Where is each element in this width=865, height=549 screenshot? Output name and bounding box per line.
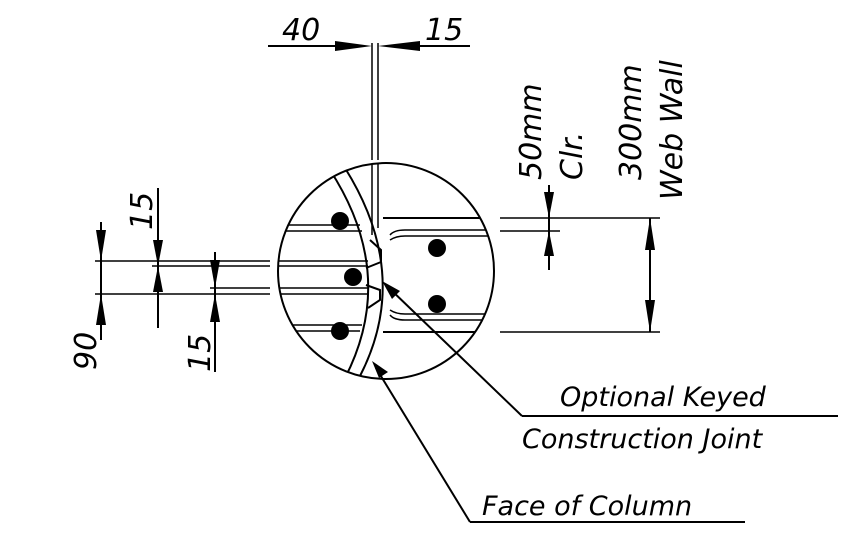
column-face-inner (344, 167, 384, 377)
joint-note-line1: Optional Keyed (560, 382, 767, 413)
dim-300mm: 300mm (614, 64, 649, 180)
key-notch-lower (365, 284, 381, 309)
dim-50mm: 50mm (514, 83, 549, 180)
right-dimension: 50mm Clr. 300mm Web Wall (500, 60, 690, 333)
dim-40: 40 (282, 13, 320, 48)
dim-15-top: 15 (425, 13, 463, 48)
dim-clr: Clr. (555, 132, 590, 180)
wall-bar-lower (389, 314, 494, 321)
rebar-dot (331, 212, 349, 230)
column-face-outer (329, 169, 370, 379)
key-notch (365, 239, 382, 269)
dim-web-wall: Web Wall (655, 60, 690, 200)
wall-bar-upper-2 (389, 235, 494, 241)
dim-15-left-upper: 15 (125, 192, 160, 230)
wall-bar-lower-2 (389, 309, 494, 315)
rebar-dot (428, 239, 446, 257)
rebar-dot (344, 268, 362, 286)
top-dimension: 40 15 (268, 13, 470, 160)
rebar-dot (428, 295, 446, 313)
wall-bar-upper (389, 229, 494, 236)
face-leader: Face of Column (372, 361, 745, 523)
rebar-dot (331, 322, 349, 340)
dim-90: 90 (69, 332, 104, 370)
left-dimension: 15 15 90 (69, 188, 270, 372)
joint-note-line2: Construction Joint (522, 424, 764, 455)
face-note: Face of Column (482, 491, 692, 522)
detail-circle (277, 162, 495, 380)
dim-15-left-lower: 15 (183, 334, 218, 372)
rebar-group (331, 212, 446, 340)
joint-leader: Optional Keyed Construction Joint (382, 281, 838, 455)
